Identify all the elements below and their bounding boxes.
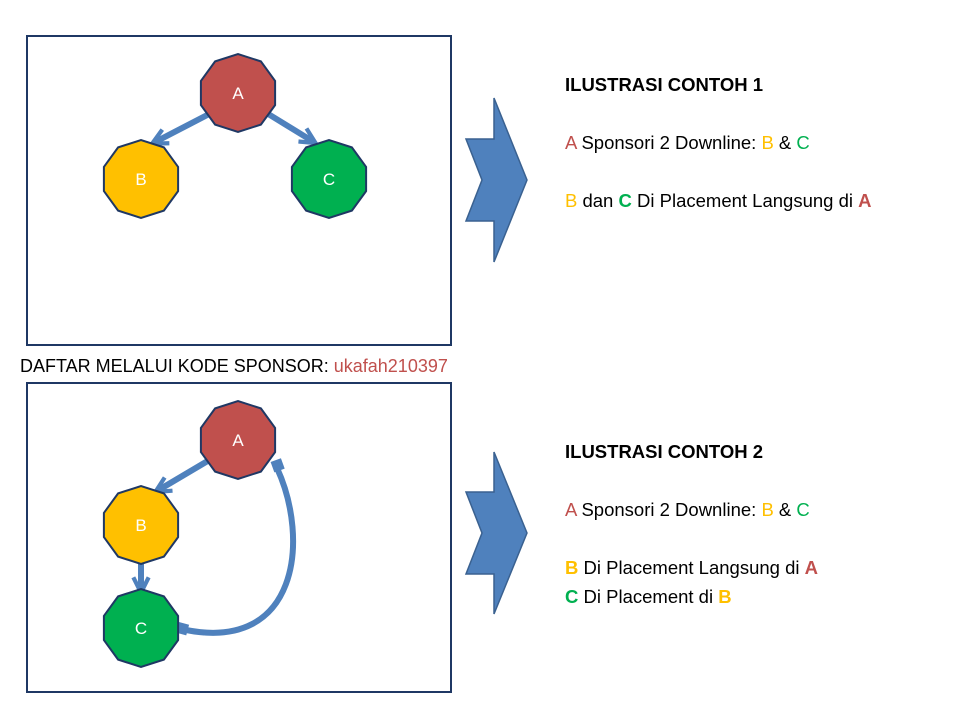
node-a-1: A (199, 52, 277, 134)
label-c: C (796, 499, 810, 520)
text-sponsori: Sponsori 2 Downline: (581, 132, 757, 153)
example-2-description: ILUSTRASI CONTOH 2 A Sponsori 2 Downline… (565, 437, 818, 611)
example-1-line-1: A Sponsori 2 Downline: B & C (565, 128, 872, 157)
sponsor-line: DAFTAR MELALUI KODE SPONSOR: ukafah21039… (20, 356, 448, 377)
node-c-1-label: C (323, 170, 335, 189)
edge-a-to-b-1 (159, 109, 216, 140)
example-2-line-3: C Di Placement di B (565, 582, 818, 611)
text-sponsori: Sponsori 2 Downline: (581, 499, 757, 520)
text-amp: & (778, 132, 792, 153)
label-c: C (618, 190, 632, 211)
sponsor-code: ukafah210397 (333, 356, 448, 376)
text-placement: Di Placement di (583, 586, 714, 607)
node-a-1-label: A (232, 84, 244, 103)
edge-a-to-c-placement-2 (183, 465, 296, 636)
label-b: B (761, 132, 774, 153)
node-a-2: A (199, 399, 277, 481)
node-b-1-label: B (135, 170, 146, 189)
example-2-title: ILUSTRASI CONTOH 2 (565, 441, 764, 462)
text-amp: & (778, 499, 792, 520)
label-c: C (565, 586, 579, 607)
chevron-arrow-2 (464, 451, 528, 615)
example-2-line-1: A Sponsori 2 Downline: B & C (565, 495, 818, 524)
label-a: A (804, 557, 818, 578)
text-dan: dan (582, 190, 614, 211)
node-b-2-label: B (135, 516, 146, 535)
node-c-2: C (102, 587, 180, 669)
chevron-arrow-1 (464, 97, 528, 263)
sponsor-label: DAFTAR MELALUI KODE SPONSOR: (20, 356, 329, 376)
text-placement-langsung: Di Placement Langsung di (583, 557, 800, 578)
edge-a-to-c-1 (262, 109, 309, 139)
example-1-line-2: B dan C Di Placement Langsung di A (565, 186, 872, 215)
text-placement: Di Placement Langsung di (637, 190, 853, 211)
node-c-1: C (290, 138, 368, 220)
connector-end-a-2 (270, 458, 285, 473)
node-b-2: B (102, 484, 180, 566)
label-b: B (565, 557, 579, 578)
label-c: C (796, 132, 810, 153)
label-a: A (565, 499, 577, 520)
edge-a-to-b-2 (162, 456, 214, 488)
label-a: A (565, 132, 577, 153)
label-b: B (761, 499, 774, 520)
label-b: B (718, 586, 732, 607)
example-2-line-2: B Di Placement Langsung di A (565, 553, 818, 582)
node-b-1: B (102, 138, 180, 220)
label-a: A (858, 190, 872, 211)
node-c-2-label: C (135, 619, 147, 638)
node-a-2-label: A (232, 431, 244, 450)
label-b: B (565, 190, 578, 211)
example-1-title: ILUSTRASI CONTOH 1 (565, 74, 764, 95)
example-1-description: ILUSTRASI CONTOH 1 A Sponsori 2 Downline… (565, 70, 872, 215)
